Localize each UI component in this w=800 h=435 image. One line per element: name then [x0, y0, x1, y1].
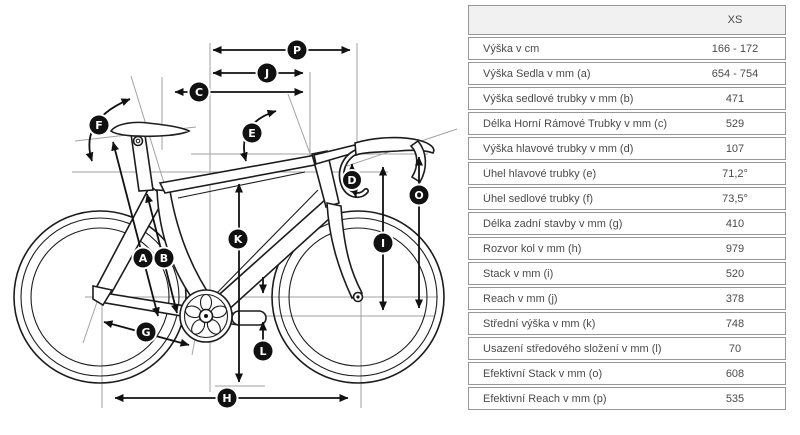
row-label: Výška hlavové trubky v mm (d) — [483, 142, 634, 155]
badge-j: J — [255, 61, 279, 85]
bike-geometry-diagram: P J C F E D O I K A B G L H — [13, 38, 458, 410]
row-label: Efektivní Stack v mm (o) — [483, 367, 603, 380]
svg-text:P: P — [293, 44, 301, 57]
table-row: Stack v mm (i) 520 — [468, 262, 786, 285]
table-row: Střední výška v mm (k) 748 — [468, 312, 786, 335]
table-header-row: XS — [468, 5, 786, 35]
table-row: Výška sedlové trubky v mm (b) 471 — [468, 87, 786, 110]
row-value: 529 — [725, 117, 745, 130]
badge-l: L — [251, 339, 275, 363]
svg-text:A: A — [139, 252, 148, 265]
badge-a: A — [131, 246, 155, 270]
row-label: Usazení středového složení v mm (l) — [483, 342, 662, 355]
table-row: Reach v mm (j) 378 — [468, 287, 786, 310]
row-label: Stack v mm (i) — [483, 267, 554, 280]
row-label: Délka Horní Rámové Trubky v mm (c) — [483, 117, 667, 130]
svg-text:L: L — [259, 345, 266, 358]
table-row: Efektivní Stack v mm (o) 608 — [468, 362, 786, 385]
row-value: 520 — [725, 267, 745, 280]
svg-text:G: G — [141, 326, 150, 339]
row-value: 378 — [725, 292, 745, 305]
row-value: 71,2° — [722, 167, 748, 180]
crankset — [179, 289, 267, 343]
row-label: Délka zadní stavby v mm (g) — [483, 217, 623, 230]
svg-text:C: C — [195, 86, 203, 99]
table-row: Usazení středového složení v mm (l) 70 — [468, 337, 786, 360]
fork — [326, 201, 364, 300]
row-value: 410 — [725, 217, 745, 230]
row-value: 748 — [725, 317, 745, 330]
svg-text:H: H — [222, 392, 231, 405]
row-label: Efektivní Reach v mm (p) — [483, 392, 607, 405]
table-row: Výška hlavové trubky v mm (d) 107 — [468, 137, 786, 160]
row-label: Rozvor kol v mm (h) — [483, 242, 582, 255]
table-header-size: XS — [727, 14, 743, 26]
table-row: Délka Horní Rámové Trubky v mm (c) 529 — [468, 112, 786, 135]
badge-g: G — [134, 320, 158, 344]
row-value: 608 — [725, 367, 745, 380]
badge-b: B — [152, 246, 176, 270]
row-label: Výška Sedla v mm (a) — [483, 67, 591, 80]
svg-text:J: J — [264, 67, 269, 80]
svg-text:O: O — [414, 189, 423, 202]
table-row: Délka zadní stavby v mm (g) 410 — [468, 212, 786, 235]
row-label: Reach v mm (j) — [483, 292, 558, 305]
row-value: 73,5° — [722, 192, 748, 205]
badge-f: F — [87, 113, 111, 137]
row-value: 979 — [725, 242, 745, 255]
badge-p: P — [285, 38, 309, 62]
svg-text:D: D — [347, 174, 356, 187]
row-label: Výška v cm — [483, 42, 540, 55]
svg-text:F: F — [95, 119, 103, 132]
row-value: 654 - 754 — [711, 67, 759, 80]
svg-text:K: K — [234, 233, 243, 246]
table-row: Úhel hlavové trubky (e) 71,2° — [468, 162, 786, 185]
row-value: 107 — [725, 142, 745, 155]
svg-text:I: I — [381, 237, 385, 250]
badge-c: C — [187, 80, 211, 104]
row-label: Úhel sedlové trubky (f) — [483, 192, 594, 205]
table-row: Rozvor kol v mm (h) 979 — [468, 237, 786, 260]
dimension-badges: P J C F E D O I K A B G L H — [87, 38, 431, 410]
table-row: Výška v cm 166 - 172 — [468, 37, 786, 60]
row-label: Střední výška v mm (k) — [483, 317, 596, 330]
svg-text:E: E — [248, 127, 256, 140]
table-row: Efektivní Reach v mm (p) 535 — [468, 387, 786, 410]
badge-o: O — [407, 183, 431, 207]
badge-d: D — [341, 169, 363, 191]
row-label: Úhel hlavové trubky (e) — [483, 167, 597, 180]
badge-i: I — [371, 231, 395, 255]
row-value: 70 — [728, 342, 742, 355]
badge-k: K — [226, 227, 250, 251]
svg-text:B: B — [160, 252, 168, 265]
row-label: Výška sedlové trubky v mm (b) — [483, 92, 634, 105]
badge-e: E — [240, 121, 264, 145]
row-value: 471 — [725, 92, 745, 105]
row-value: 535 — [725, 392, 745, 405]
row-value: 166 - 172 — [711, 42, 759, 55]
front-wheel — [271, 210, 445, 384]
table-row: Úhel sedlové trubky (f) 73,5° — [468, 187, 786, 210]
table-row: Výška Sedla v mm (a) 654 - 754 — [468, 62, 786, 85]
badge-h: H — [215, 386, 239, 410]
